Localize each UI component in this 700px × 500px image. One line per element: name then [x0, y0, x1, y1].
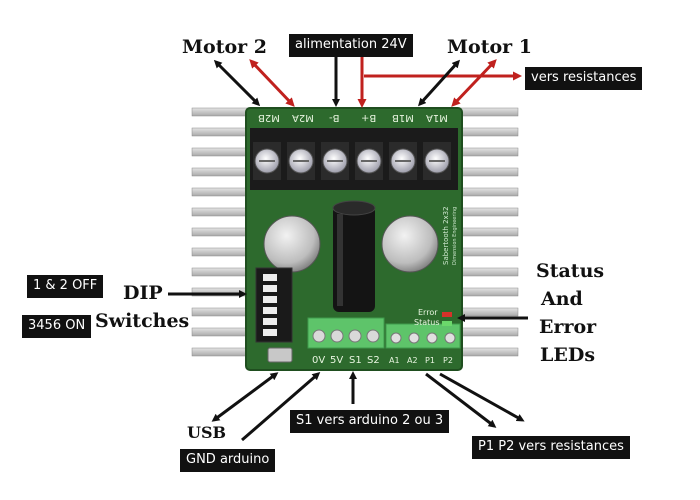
motor2-arrow-red: [249, 59, 295, 107]
terminal-label-bminus: B-: [329, 112, 340, 123]
terminal-screws: [253, 142, 451, 180]
led-label-error: Error: [418, 308, 438, 317]
motor1-label: Motor 1: [447, 36, 532, 58]
terminal-label-m2b: M2B: [258, 112, 280, 123]
electrolytic-capacitor: [332, 200, 376, 312]
terminal-label-s2: S2: [367, 355, 380, 366]
terminal-label-5v: 5V: [330, 355, 344, 366]
terminal-label-a2: A2: [407, 356, 418, 365]
terminal-label-m1a: M1A: [426, 112, 448, 123]
arrows: [168, 56, 528, 442]
led-label-status: Status: [414, 318, 440, 327]
vers-resistances-label: vers resistances: [525, 67, 643, 90]
dip-switches-label-line1: DIP: [123, 282, 163, 304]
status-label-line4: LEDs: [540, 344, 596, 366]
gnd-arduino-label: GND arduino: [180, 449, 276, 472]
status-label-line3: Error: [539, 316, 597, 338]
signal-terminal-block: [307, 317, 461, 349]
motor2-arrow-black: [213, 59, 261, 107]
motor1-arrow-black: [417, 59, 461, 107]
brand-subtext: Dimension Engineering: [452, 207, 458, 265]
usb-port[interactable]: [267, 347, 293, 363]
dip-switches-label-line2: Switches: [95, 310, 190, 332]
motor2-label: Motor 2: [182, 36, 267, 58]
terminal-label-m2a: M2A: [292, 112, 314, 123]
usb-label: USB: [187, 423, 227, 442]
capacitor-right: [381, 215, 439, 273]
gnd-arrow: [241, 372, 321, 442]
status-led: [442, 321, 452, 326]
terminal-label-s1: S1: [349, 355, 362, 366]
alimentation-label: alimentation 24V: [289, 34, 413, 57]
dip-1-2-label: 1 & 2 OFF: [27, 275, 104, 298]
p1p2-resistances-label: P1 P2 vers resistances: [472, 436, 630, 459]
motor1-arrow-red: [451, 59, 497, 107]
status-label-line2: And: [541, 288, 583, 310]
p2-arrow: [439, 372, 525, 422]
status-label-line1: Status: [536, 260, 605, 282]
terminal-label-m1b: M1B: [392, 112, 414, 123]
terminal-label-a1: A1: [389, 356, 400, 365]
dip-switch[interactable]: [255, 267, 293, 343]
terminal-label-0v: 0V: [312, 355, 326, 366]
usb-arrow: [211, 372, 279, 422]
capacitor-left: [263, 215, 321, 273]
terminal-label-p2: P2: [443, 356, 453, 365]
dip-3456-label: 3456 ON: [22, 315, 92, 338]
brand-text: Sabertooth 2x32: [442, 206, 450, 265]
s1-arduino-label: S1 vers arduino 2 ou 3: [290, 410, 450, 433]
terminal-label-p1: P1: [425, 356, 435, 365]
p1-arrow: [425, 372, 497, 428]
error-led: [442, 312, 452, 317]
terminal-label-bplus: B+: [361, 112, 377, 123]
